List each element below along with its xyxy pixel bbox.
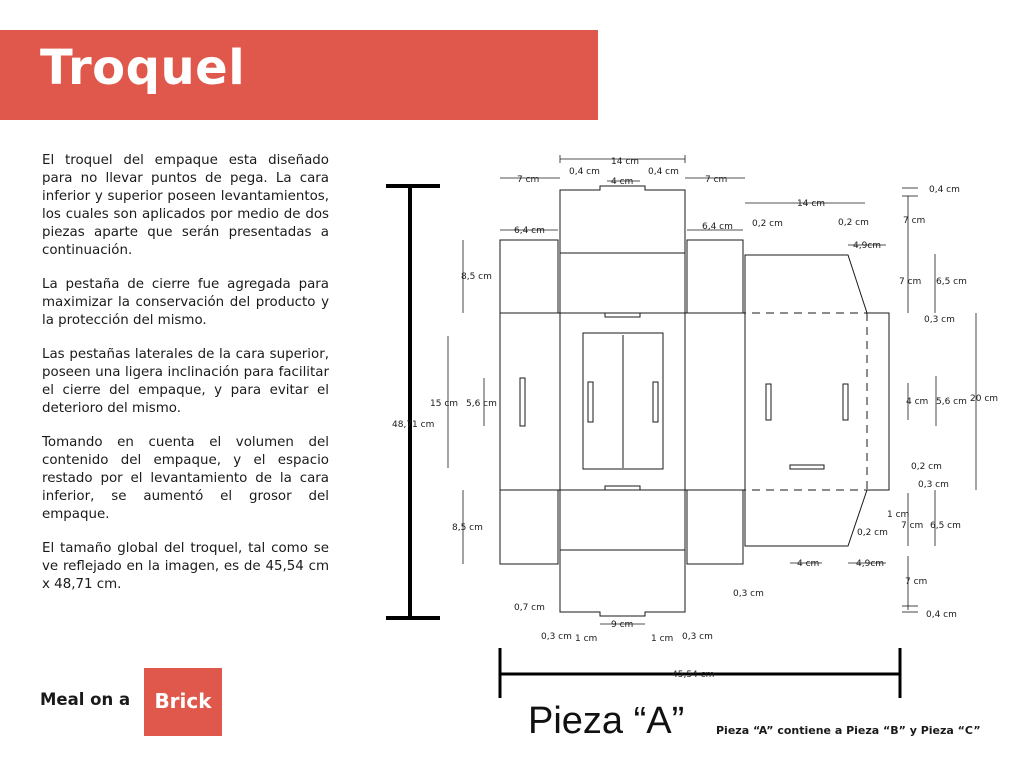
dim-total-height: 48,71 cm (392, 420, 434, 430)
dim-right-flap-offset: 7 cm (705, 175, 727, 185)
right-upper-flap (686, 239, 744, 314)
description-text: El troquel del empaque esta diseñado par… (42, 152, 329, 610)
dim-top-tab-right: 0,4 cm (648, 167, 679, 177)
dim-rt-4: 4 cm (906, 397, 928, 407)
description-paragraph-5: El tamaño global del troquel, tal como s… (42, 541, 329, 592)
bottom-notch (604, 485, 641, 491)
title-banner: Troquel (0, 30, 598, 120)
dim-bottom-left-edge: 0,3 cm (541, 632, 572, 642)
dim-rt-65-top: 6,5 cm (936, 277, 967, 287)
dim-right-flap-width: 6,4 cm (702, 222, 733, 232)
dim-right-bottom-gap: 4 cm (797, 559, 819, 569)
dim-rt-65-low: 6,5 cm (930, 521, 961, 531)
logo-text-left: Meal on a (40, 690, 131, 709)
dim-top-gap: 4 cm (611, 177, 633, 187)
dim-bottom-left-small: 0,7 cm (514, 603, 545, 613)
dim-bottom-right-one: 1 cm (651, 634, 673, 644)
dim-left-flap-width: 6,4 cm (514, 226, 545, 236)
dim-rt-7-a: 7 cm (903, 216, 925, 226)
piece-caption: Pieza “A” contiene a Pieza “B” y Pieza “… (716, 724, 981, 737)
dim-rt-02-mid: 0,2 cm (911, 462, 942, 472)
dim-middle-height: 15 cm (430, 399, 458, 409)
description-paragraph-2: La pestaña de cierre fue agregada para m… (42, 277, 329, 328)
dim-rt-03-mid: 0,3 cm (918, 480, 949, 490)
right-large-panel (744, 254, 890, 547)
dim-top-tab-left: 0,4 cm (569, 167, 600, 177)
dim-right-incline-top: 4,9cm (853, 241, 881, 251)
slot-left (519, 377, 526, 427)
left-side-panel (499, 312, 561, 491)
description-paragraph-4: Tomando en cuenta el volumen del conteni… (42, 435, 329, 522)
dim-right-tab-b: 0,2 cm (838, 218, 869, 228)
dim-total-width: 45,54 cm (672, 670, 714, 680)
dim-rt-02-low: 0,2 cm (857, 528, 888, 538)
dim-rt-20: 20 cm (970, 394, 998, 404)
right-lower-flap (686, 489, 744, 565)
dim-rt-03-top: 0,3 cm (924, 315, 955, 325)
dim-bottom-left-one: 1 cm (575, 634, 597, 644)
dim-right-tab-a: 0,2 cm (752, 219, 783, 229)
lower-face-panel (559, 489, 686, 551)
slot-right-b (842, 383, 849, 421)
dim-bottom-gap: 9 cm (611, 620, 633, 630)
piece-title: Pieza “A” (528, 700, 685, 742)
slot-right-a (765, 383, 772, 421)
top-closure-flap (559, 185, 686, 254)
dim-rt-04-top: 0,4 cm (929, 185, 960, 195)
dim-rt-7-d: 7 cm (905, 577, 927, 587)
right-side-panel (684, 312, 746, 491)
bottom-flap (559, 549, 686, 617)
dim-rt-7-b: 7 cm (899, 277, 921, 287)
brand-logo: Meal on a Brick (40, 668, 222, 736)
slot-center-right (652, 381, 659, 423)
dim-top-width: 14 cm (611, 157, 639, 167)
dim-left-flap-offset: 7 cm (517, 175, 539, 185)
dim-right-top-width: 14 cm (797, 199, 825, 209)
dim-rt-04-bottom: 0,4 cm (926, 610, 957, 620)
dim-lower-panel-height: 8,5 cm (452, 523, 483, 533)
upper-face-panel (559, 252, 686, 314)
dim-right-bottom-small: 0,3 cm (733, 589, 764, 599)
dim-right-incline-bottom: 4,9cm (856, 559, 884, 569)
left-lower-flap (499, 489, 559, 565)
dim-rt-56: 5,6 cm (936, 397, 967, 407)
description-paragraph-3: Las pestañas laterales de la cara superi… (42, 347, 329, 416)
slot-center-left (587, 381, 594, 423)
top-notch (604, 312, 641, 318)
page-title: Troquel (40, 40, 246, 96)
dim-bottom-right-edge: 0,3 cm (682, 632, 713, 642)
logo-text-right: Brick (154, 689, 212, 713)
description-paragraph-1: El troquel del empaque esta diseñado par… (42, 153, 329, 258)
dim-rt-7-c: 7 cm (901, 521, 923, 531)
logo-brick-box: Brick (144, 668, 222, 736)
dim-upper-panel-height: 8,5 cm (461, 272, 492, 282)
dim-slot-height-left: 5,6 cm (466, 399, 497, 409)
left-upper-flap (499, 239, 559, 314)
slot-right-bottom (789, 464, 825, 470)
dim-rt-1: 1 cm (887, 510, 909, 520)
